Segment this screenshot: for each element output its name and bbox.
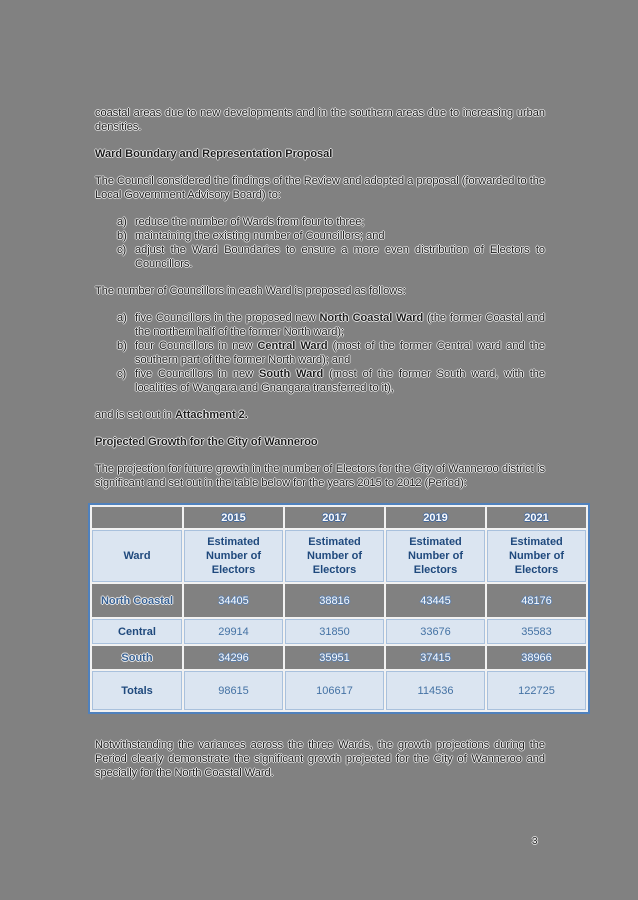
proposal-list-item-c: c) adjust the Ward Boundaries to ensure … bbox=[95, 243, 545, 271]
table-row-south: South 34296 35951 37415 38966 bbox=[92, 646, 586, 669]
list-marker: a) bbox=[117, 312, 127, 324]
year-header-2017: 2017 bbox=[285, 507, 384, 528]
paragraph-council-proposal: The Council considered the findings of t… bbox=[95, 175, 545, 201]
electors-column-header: Estimated Number of Electors bbox=[386, 530, 485, 582]
ward-name-cell: North Coastal bbox=[92, 584, 182, 617]
proposal-list: a) reduce the number of Wards from four … bbox=[95, 215, 545, 271]
councillors-list-item-b: b) four Councillors in new Central Ward … bbox=[95, 339, 545, 367]
year-header-2021: 2021 bbox=[487, 507, 586, 528]
value-cell: 38966 bbox=[487, 646, 586, 669]
list-item-text: five Councillors in the proposed new Nor… bbox=[135, 312, 545, 338]
value-cell: 98615 bbox=[184, 671, 283, 710]
list-marker: b) bbox=[117, 340, 127, 352]
value-cell: 34296 bbox=[184, 646, 283, 669]
year-header-2019: 2019 bbox=[386, 507, 485, 528]
value-cell: 43445 bbox=[386, 584, 485, 617]
document-page-content: coastal areas due to new developments an… bbox=[88, 106, 590, 793]
value-cell: 48176 bbox=[487, 584, 586, 617]
year-header-2015: 2015 bbox=[184, 507, 283, 528]
value-cell: 33676 bbox=[386, 619, 485, 644]
paragraph-intro: coastal areas due to new developments an… bbox=[95, 107, 545, 133]
value-cell: 106617 bbox=[285, 671, 384, 710]
list-marker: c) bbox=[117, 244, 127, 256]
table-corner-cell bbox=[92, 507, 182, 528]
councillors-list-item-c: c) five Councillors in new South Ward (m… bbox=[95, 367, 545, 395]
paragraph-councillors-intro: The number of Councillors in each Ward i… bbox=[95, 285, 406, 297]
ward-name-cell: Totals bbox=[92, 671, 182, 710]
table-subheader-row: Ward Estimated Number of Electors Estima… bbox=[92, 530, 586, 582]
paragraph-closing: Notwithstanding the variances across the… bbox=[95, 739, 545, 779]
section-heading-projected-growth: Projected Growth for the City of Wannero… bbox=[95, 436, 318, 448]
councillors-list-item-a: a) five Councillors in the proposed new … bbox=[95, 311, 545, 339]
table-row-totals: Totals 98615 106617 114536 122725 bbox=[92, 671, 586, 710]
list-marker: b) bbox=[117, 230, 127, 242]
ward-column-header: Ward bbox=[92, 530, 182, 582]
value-cell: 34405 bbox=[184, 584, 283, 617]
page-number: 3 bbox=[532, 836, 538, 847]
paragraph-projection-intro: The projection for future growth in the … bbox=[95, 463, 545, 489]
ward-name-cell: Central bbox=[92, 619, 182, 644]
list-item-text: adjust the Ward Boundaries to ensure a m… bbox=[135, 244, 545, 270]
list-item-text: four Councillors in new Central Ward (mo… bbox=[135, 340, 545, 366]
value-cell: 35583 bbox=[487, 619, 586, 644]
value-cell: 38816 bbox=[285, 584, 384, 617]
table-year-row: 2015 2017 2019 2021 bbox=[92, 507, 586, 528]
list-marker: c) bbox=[117, 368, 127, 380]
value-cell: 37415 bbox=[386, 646, 485, 669]
proposal-list-item-a: a) reduce the number of Wards from four … bbox=[95, 215, 545, 229]
electors-projection-table: 2015 2017 2019 2021 Ward Estimated Numbe… bbox=[88, 503, 590, 714]
electors-column-header: Estimated Number of Electors bbox=[285, 530, 384, 582]
councillors-list: a) five Councillors in the proposed new … bbox=[95, 311, 545, 395]
table-row-central: Central 29914 31850 33676 35583 bbox=[92, 619, 586, 644]
value-cell: 35951 bbox=[285, 646, 384, 669]
ward-name-cell: South bbox=[92, 646, 182, 669]
list-item-text: five Councillors in new South Ward (most… bbox=[135, 368, 545, 394]
list-marker: a) bbox=[117, 216, 127, 228]
proposal-list-item-b: b) maintaining the existing number of Co… bbox=[95, 229, 545, 243]
value-cell: 114536 bbox=[386, 671, 485, 710]
electors-column-header: Estimated Number of Electors bbox=[487, 530, 586, 582]
list-item-text: reduce the number of Wards from four to … bbox=[135, 216, 365, 228]
paragraph-attachment: and is set out in Attachment 2. bbox=[95, 409, 248, 421]
electors-column-header: Estimated Number of Electors bbox=[184, 530, 283, 582]
table-row-north-coastal: North Coastal 34405 38816 43445 48176 bbox=[92, 584, 586, 617]
value-cell: 122725 bbox=[487, 671, 586, 710]
list-item-text: maintaining the existing number of Counc… bbox=[135, 230, 385, 242]
value-cell: 31850 bbox=[285, 619, 384, 644]
value-cell: 29914 bbox=[184, 619, 283, 644]
section-heading-ward-boundary: Ward Boundary and Representation Proposa… bbox=[95, 148, 333, 160]
